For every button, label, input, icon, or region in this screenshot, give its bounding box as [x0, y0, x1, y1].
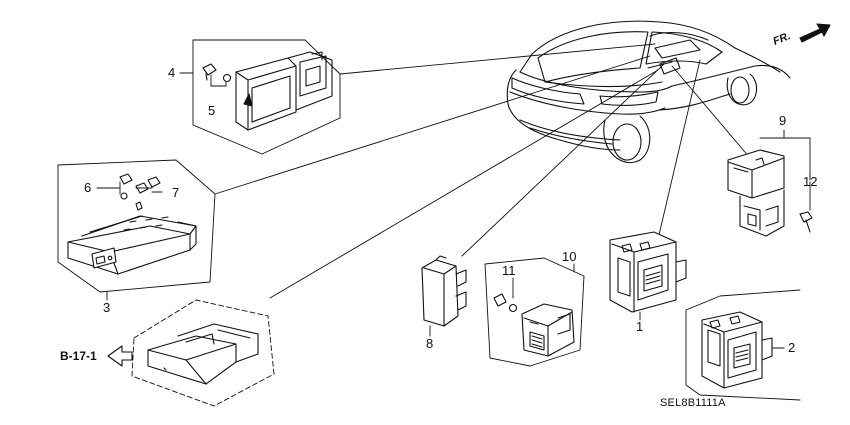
dimmer-switch-group	[484, 257, 585, 367]
callout-2: 2	[788, 340, 796, 355]
callout-11: 11	[502, 263, 516, 278]
blank-cover-part	[421, 255, 467, 327]
leader-lines	[214, 43, 751, 299]
switch-panel-group	[57, 159, 216, 293]
callout-3: 3	[103, 300, 111, 315]
callout-7: 7	[172, 185, 180, 200]
callout-6: 6	[84, 180, 92, 195]
callout-5: 5	[208, 103, 216, 118]
vehicle-outline-icon	[506, 20, 791, 164]
callout-1: 1	[636, 319, 644, 334]
mirror-switch-part	[609, 231, 687, 313]
callout-10: 10	[562, 249, 577, 264]
cross-reference-label: B-17-1	[60, 349, 97, 363]
callout-leaders	[96, 72, 811, 349]
callout-4: 4	[168, 65, 176, 80]
hazard-switch-group	[192, 39, 341, 155]
mirror-switch-alt-group	[685, 289, 801, 401]
front-direction-arrow-icon	[799, 23, 831, 43]
diagram-reference-code: SEL8B1111A	[660, 397, 726, 409]
callout-8: 8	[426, 336, 434, 351]
trunk-opener-switch-group	[727, 129, 813, 237]
callout-9: 9	[779, 113, 787, 128]
cross-reference-group	[107, 299, 275, 407]
callout-12: 12	[803, 174, 818, 189]
